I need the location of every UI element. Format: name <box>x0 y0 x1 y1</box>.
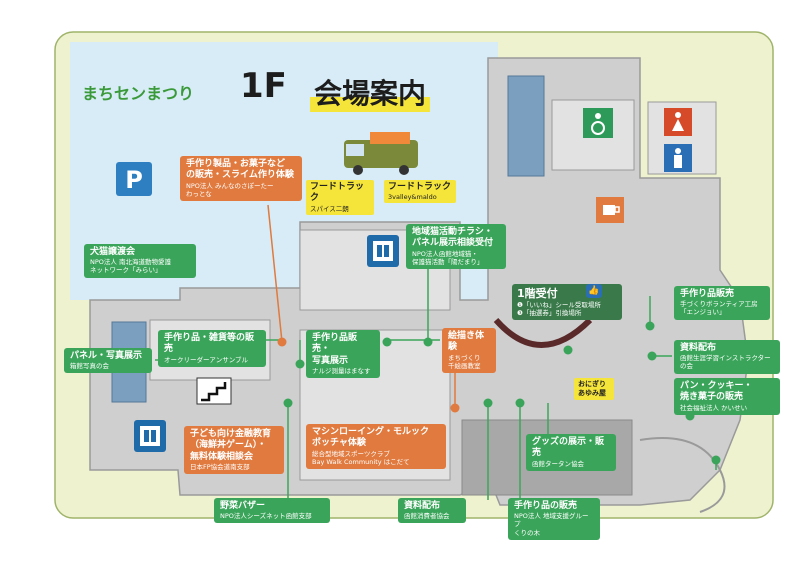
stairs-north <box>507 75 545 177</box>
booth-org: NPO法人 地域支援グループ くりの木 <box>514 512 589 537</box>
booth-community-cat[interactable]: 地域猫活動チラシ・ パネル展示相談受付 NPO法人函館地域猫・ 保護猫活動「陽だ… <box>406 224 506 269</box>
accessible-restroom-icon <box>583 108 613 138</box>
orange-markers <box>277 337 460 413</box>
reception-item-1: ❶「いいね」シール受取場所 <box>517 300 601 309</box>
booth-org: 日本FP協会道南支部 <box>190 462 250 471</box>
booth-org: NPO法人函館地域猫・ 保護猫活動「陽だまり」 <box>412 249 484 266</box>
booth-title: 絵描き体験 <box>448 331 485 353</box>
booth-title: グッズの展示・販売 <box>532 437 605 459</box>
booth-goods-display[interactable]: グッズの展示・販売 函館タータン協会 <box>526 434 616 471</box>
booth-handmade-r1[interactable]: 手作り品販売 手づくりボランティア工房 「エンジョい」 <box>674 286 770 320</box>
booth-title: 子ども向け金融教育 （海鮮丼ゲーム）・ 無料体験相談会 <box>190 429 272 462</box>
stairs-icon <box>196 377 232 405</box>
booth-title: 資料配布 <box>680 343 717 353</box>
booth-onigiri[interactable]: おにぎり あゆみ屋 <box>574 378 614 400</box>
floor-label: 1F <box>240 66 287 106</box>
booth-org: 総合型地域スポーツクラブ Bay Walk Community はこだて <box>312 449 410 466</box>
page-title: 会場案内 <box>310 72 431 112</box>
booth-title: マシンローイング・モルック ボッチャ体験 <box>312 427 430 449</box>
booth-org: 箱館写真の会 <box>70 362 109 371</box>
booth-org: 手づくりボランティア工房 「エンジョい」 <box>680 300 758 317</box>
booth-org: NPO法人 みんなのさぽーたー わっとな <box>186 181 274 198</box>
booth-title: パネル・写真展示 <box>70 351 143 361</box>
reception-counter <box>493 317 593 348</box>
booth-title: 野菜バザー <box>220 501 266 511</box>
booth-org: オークリーダーアンサンブル <box>164 355 249 364</box>
men-restroom-icon <box>664 144 692 172</box>
booth-vegetable-bazaar[interactable]: 野菜バザー NPO法人シーズネット函館支部 <box>214 498 330 524</box>
booth-kids-finance[interactable]: 子ども向け金融教育 （海鮮丼ゲーム）・ 無料体験相談会 日本FP協会道南支部 <box>184 426 284 474</box>
elevator-icon-2 <box>134 420 166 452</box>
booth-rowing[interactable]: マシンローイング・モルック ボッチャ体験 総合型地域スポーツクラブ Bay Wa… <box>306 424 446 469</box>
booth-handmade-photo[interactable]: 手作り品販売・ 写真展示 ナルジ測量はまなす <box>306 330 380 378</box>
booth-org: 社会福祉法人 かいせい <box>680 403 748 412</box>
booth-title: フードトラック <box>310 182 365 204</box>
booth-handmade-bottom[interactable]: 手作り品の販売 NPO法人 地域支援グループ くりの木 <box>508 498 600 540</box>
booth-org: ナルジ測量はまなす <box>312 366 371 375</box>
booth-org: 函館タータン協会 <box>532 459 584 468</box>
booth-org: 函館生涯学習インストラクターの会 <box>680 354 771 371</box>
booth-title: 犬猫譲渡会 <box>90 247 136 257</box>
booth-materials-right[interactable]: 資料配布 函館生涯学習インストラクターの会 <box>674 340 780 374</box>
thumbs-up-icon: 👍 <box>586 284 602 298</box>
booth-org: 函館消費者協会 <box>404 512 450 521</box>
booth-title: パン・クッキー・ 焼き菓子の販売 <box>680 381 753 403</box>
elevator-icon <box>367 235 399 267</box>
booth-materials-bottom[interactable]: 資料配布 函館消費者協会 <box>398 498 466 524</box>
cafe-icon <box>596 197 624 223</box>
booth-dog-cat-adoption[interactable]: 犬猫譲渡会 NPO法人 南北海道動物愛護 ネットワーク「みらい」 <box>84 244 196 278</box>
women-restroom-icon <box>664 108 692 136</box>
booth-title: フードトラック <box>388 182 452 192</box>
booth-handmade-goods[interactable]: 手作り品・雑貨等の販売 オークリーダーアンサンブル <box>158 330 266 367</box>
booth-org: NPO法人シーズネット函館支部 <box>220 512 312 521</box>
booth-org: 3valley&maldo <box>388 193 437 202</box>
east-curve-wall <box>639 437 726 513</box>
reception-title: 1階受付 <box>517 287 558 300</box>
booth-title: 手作り品販売 <box>680 289 735 299</box>
booth-title: 手作り品販売・ 写真展示 <box>312 333 358 366</box>
booth-org: まちづくり 千絵画教室 <box>448 353 481 370</box>
event-name: まちセンまつり <box>82 84 195 103</box>
parking-letter: P <box>125 166 143 194</box>
booth-bread[interactable]: パン・クッキー・ 焼き菓子の販売 社会福祉法人 かいせい <box>674 378 780 415</box>
booth-title: 手作り品・雑貨等の販売 <box>164 333 255 355</box>
reception-desk[interactable]: 1階受付 ❶「いいね」シール受取場所 ❸「抽選券」引換場所 <box>512 284 622 320</box>
booth-painting[interactable]: 絵描き体験 まちづくり 千絵画教室 <box>442 328 496 373</box>
parking-icon <box>116 162 152 196</box>
food-truck-icon <box>344 132 418 175</box>
booth-panel-photo[interactable]: パネル・写真展示 箱館写真の会 <box>64 348 152 374</box>
booth-title: 手作り品の販売 <box>514 501 578 511</box>
booth-food-truck-2[interactable]: フードトラック 3valley&maldo <box>384 180 456 204</box>
booth-org: NPO法人 南北海道動物愛護 ネットワーク「みらい」 <box>90 258 171 275</box>
booth-handmade-sweets[interactable]: 手作り製品・お菓子など の販売・スライム作り体験 NPO法人 みんなのさぽーたー… <box>180 156 302 201</box>
booth-food-truck-1[interactable]: フードトラック スパイス二朗 <box>306 180 374 215</box>
booth-title: 手作り製品・お菓子など の販売・スライム作り体験 <box>186 159 294 181</box>
booth-title: 地域猫活動チラシ・ パネル展示相談受付 <box>412 227 494 249</box>
reception-item-2: ❸「抽選券」引換場所 <box>517 308 582 317</box>
booth-org: スパイス二朗 <box>310 204 349 213</box>
booth-title: 資料配布 <box>404 501 441 511</box>
